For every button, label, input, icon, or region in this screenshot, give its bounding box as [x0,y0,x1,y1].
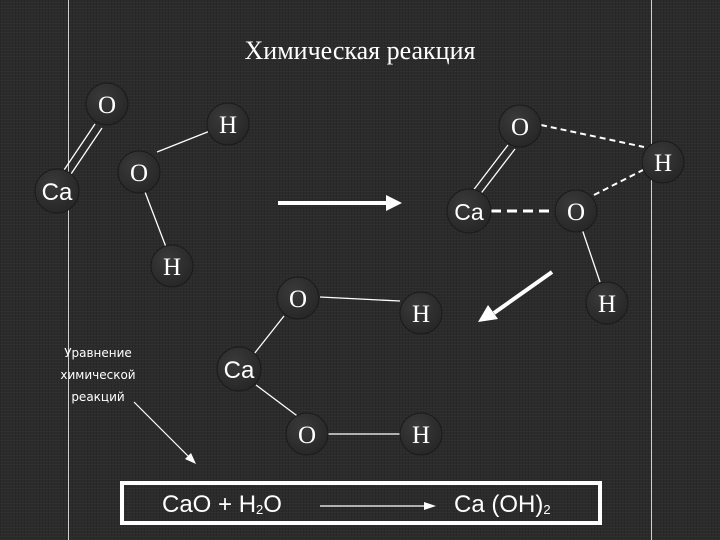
reactant-ca-label: Ca [42,179,73,206]
caption-pointer-arrow [133,401,196,464]
left-border-line [68,0,69,540]
product-o2-label: O [298,422,316,449]
intermediate-ca-label: Ca [454,199,484,225]
product-atom-h1: H [399,291,443,335]
intermediate-atom-h1: H [641,140,685,184]
intermediate-double-bond-a [471,144,509,193]
reactant-o1-label: O [98,92,116,119]
reactant-atom-ca: Ca [34,168,80,214]
intermediate-atom-o2: O [554,189,598,233]
product-bond-o1-h1 [319,296,401,302]
intermediate-h2-label: H [598,291,616,318]
caption-line-3: реакций [71,390,125,404]
equation-reactants-main: CaO + H [162,491,257,518]
intermediate-h1-label: H [654,150,672,177]
intermediate-atom-ca: Ca [446,188,492,234]
intermediate-atom-o1: O [498,104,542,148]
reactant-h1-label: H [219,112,237,139]
intermediate-bond-o-h [581,228,601,283]
product-atom-ca: Ca [216,346,262,392]
reactant-bond-o-h2 [144,191,167,248]
intermediate-dashed-bond-o2-h [593,169,644,196]
equation-caption: Уравнение химической реакций [38,342,158,408]
equation-reactants: CaO + H2O [162,491,282,519]
intermediate-o1-label: O [511,114,529,141]
intermediate-bonds [471,124,645,283]
reaction-arrow-down-left [478,270,554,322]
equation-box: CaO + H2O Ca (OH)2 [120,481,602,525]
reactant-atom-h1: H [206,102,250,146]
right-border-line [651,0,652,540]
intermediate-o2-label: O [567,199,585,226]
reactant-bonds [61,123,211,248]
product-atom-o1: O [276,276,320,320]
caption-line-1: Уравнение [64,346,132,360]
product-h2-label: H [412,422,430,449]
reactant-o2-label: O [130,160,148,187]
product-bond-ca-o2 [255,384,301,419]
product-bonds [253,296,401,435]
product-atom-o2: O [285,412,329,456]
equation-product: Ca (OH)2 [454,491,551,519]
reactant-atom-o2: O [117,150,161,194]
reactant-double-bond-a [61,123,96,174]
equation-product-subscript: 2 [543,502,551,517]
reactant-atom-h2: H [150,244,194,288]
intermediate-dashed-bond-o-h [540,124,645,148]
product-o1-label: O [289,286,307,313]
product-atom-h2: H [399,412,443,456]
intermediate-double-bond-b [478,148,516,197]
reactant-h2-label: H [163,254,181,281]
equation-reactants-subscript: 2 [256,502,264,517]
product-bond-o1-ca [253,315,285,355]
product-h1-label: H [412,301,430,328]
reactant-bond-o-h1 [156,130,211,153]
reaction-arrow-right [278,195,402,211]
reactant-double-bond-b [68,127,103,178]
equation-arrow [320,502,436,510]
equation-reactants-end: O [263,491,282,518]
slide-title: Химическая реакция [244,36,476,65]
equation-product-main: Ca (OH) [454,491,544,518]
caption-line-2: химической [60,368,136,382]
reactant-atom-o1: O [85,82,129,126]
product-ca-label: Ca [224,357,255,384]
intermediate-atom-h2: H [585,281,629,325]
